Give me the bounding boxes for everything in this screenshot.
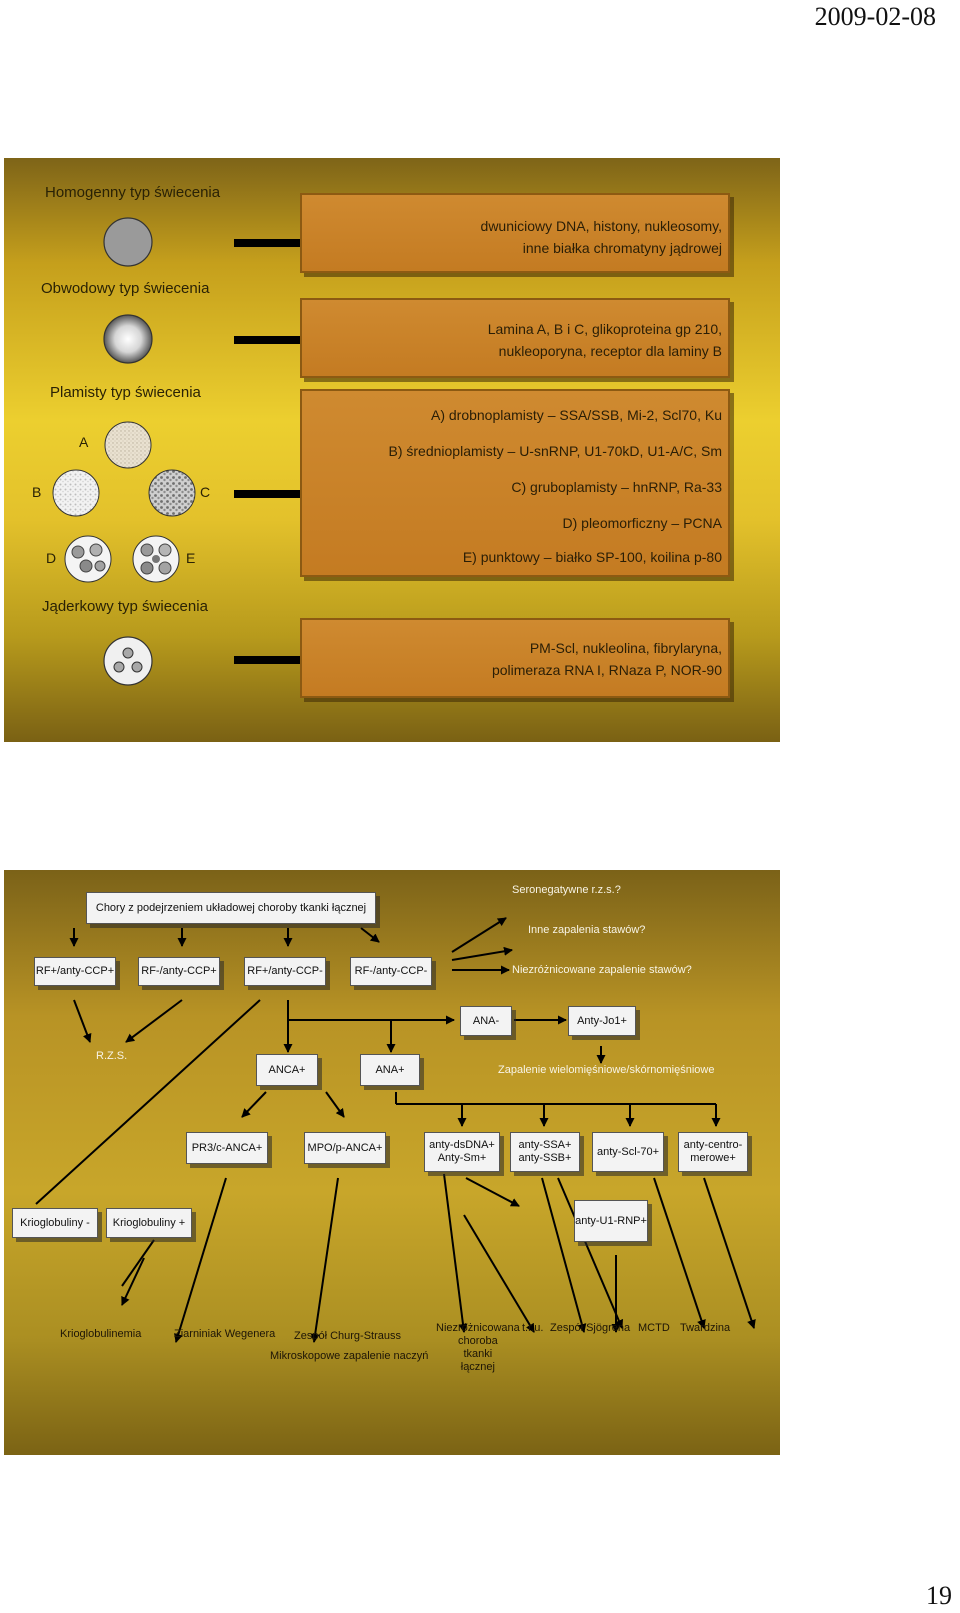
- myositis-text: Zapalenie wielomięśniowe/skórnomięśniowe: [498, 1064, 715, 1076]
- pr3-canca-box: PR3/c-ANCA+: [186, 1132, 268, 1164]
- homogeneous-antigens-text: dwuniciowy DNA, histony, nukleosomy, inn…: [480, 218, 722, 256]
- speckled-a-icon: [104, 421, 152, 469]
- mpo-panca-box: MPO/p-ANCA+: [304, 1132, 386, 1164]
- speckled-item-a: A) drobnoplamisty – SSA/SSB, Mi-2, Scl70…: [430, 407, 722, 423]
- rf-pos-ccp-neg-box: RF+/anty-CCP-: [244, 957, 326, 986]
- sle-text: t.r.u.: [522, 1322, 544, 1334]
- undiff-ctd-text: Niezróżnicowana choroba tkanki łącznej: [436, 1322, 520, 1373]
- homogeneous-antigens-box: [300, 193, 730, 273]
- nucleolar-antigens-text: PM-Scl, nukleolina, fibrylaryna, polimer…: [491, 640, 722, 678]
- flowchart-connectors: [35, 917, 756, 1343]
- dotted-e-icon: [132, 535, 180, 583]
- churg-strauss-text: Zespół Churg-Strauss: [294, 1330, 401, 1342]
- cryoglobulins-negative-box: Krioglobuliny -: [12, 1208, 98, 1238]
- mctd-text: MCTD: [638, 1322, 670, 1334]
- speckled-antigens-box: [300, 389, 730, 577]
- cryoglobulins-positive-box: Krioglobuliny +: [106, 1208, 192, 1238]
- nucleolar-pattern-icon: [103, 636, 153, 686]
- slide1-graphics: [52, 217, 349, 686]
- rim-label: Obwodowy typ świecenia: [41, 280, 210, 297]
- homogeneous-pattern-icon: [103, 217, 153, 267]
- homogeneous-label: Homogenny typ świecenia: [45, 184, 221, 201]
- rf-neg-ccp-pos-box: RF-/anty-CCP+: [138, 957, 220, 986]
- microscopic-polyangiitis-text: Mikroskopowe zapalenie naczyń: [270, 1350, 429, 1362]
- pleomorphic-d-icon: [64, 535, 112, 583]
- speckled-letter-d: D: [46, 550, 57, 566]
- rim-antigens-text: Lamina A, B i C, glikoproteina gp 210, n…: [487, 321, 722, 359]
- undiff-arthritis-text: Niezróżnicowane zapalenie stawów?: [512, 964, 692, 976]
- anty-dsdna-box: anty-dsDNA+Anty-Sm+: [424, 1132, 500, 1172]
- nucleolar-label: Jąderkowy typ świecenia: [42, 598, 208, 615]
- anty-u1-rnp-box: anty-U1-RNP+: [574, 1200, 648, 1242]
- page-number: 19: [926, 1581, 952, 1610]
- speckled-letter-e: E: [186, 550, 196, 566]
- rzs-text: R.Z.S.: [96, 1050, 128, 1062]
- rf-pos-ccp-pos-box: RF+/anty-CCP+: [34, 957, 116, 986]
- ana-negative-box: ANA-: [460, 1006, 512, 1036]
- other-arthritis-text: Inne zapalenia stawów?: [528, 924, 646, 936]
- rf-neg-ccp-neg-box: RF-/anty-CCP-: [350, 957, 432, 986]
- ana-positive-box: ANA+: [360, 1054, 420, 1086]
- cryoglobulinemia-text: Krioglobulinemia: [60, 1328, 142, 1340]
- speckled-item-b: B) średnioplamisty – U-snRNP, U1-70kD, U…: [388, 443, 722, 459]
- speckled-letter-a: A: [79, 434, 89, 450]
- wegener-text: Ziarniniak Wegenera: [174, 1328, 276, 1340]
- speckled-b-icon: [52, 469, 100, 517]
- speckled-item-d: D) pleomorficzny – PCNA: [562, 515, 723, 531]
- anty-scl70-box: anty-Scl-70+: [592, 1132, 664, 1172]
- seronegative-text: Seronegatywne r.z.s.?: [512, 884, 621, 896]
- speckled-item-c: C) gruboplamisty – hnRNP, Ra-33: [511, 479, 722, 495]
- speckled-item-e: E) punktowy – białko SP-100, koilina p-8…: [462, 549, 722, 565]
- rim-antigens-box: [300, 298, 730, 378]
- date-header: 2009-02-08: [814, 2, 936, 31]
- rim-pattern-icon: [103, 314, 153, 364]
- root-box: Chory z podejrzeniem układowej choroby t…: [86, 892, 376, 924]
- speckled-c-icon: [148, 469, 196, 517]
- slide-ana-patterns: Homogenny typ świecenia dwuniciowy DNA, …: [4, 158, 780, 742]
- sjogren-text: Zespół Sjögrena: [550, 1322, 631, 1334]
- speckled-letter-b: B: [32, 484, 42, 500]
- speckled-letter-c: C: [200, 484, 211, 500]
- anty-ssa-box: anty-SSA+anty-SSB+: [510, 1132, 580, 1172]
- anty-centromere-box: anty-centro-merowe+: [678, 1132, 748, 1172]
- scleroderma-text: Twardzina: [680, 1322, 731, 1334]
- anty-jo1-box: Anty-Jo1+: [568, 1006, 636, 1036]
- anca-positive-box: ANCA+: [256, 1054, 318, 1086]
- speckled-label: Plamisty typ świecenia: [50, 384, 201, 401]
- nucleolar-antigens-box: [300, 618, 730, 698]
- slide-diagnostic-flowchart: Chory z podejrzeniem układowej choroby t…: [4, 870, 780, 1455]
